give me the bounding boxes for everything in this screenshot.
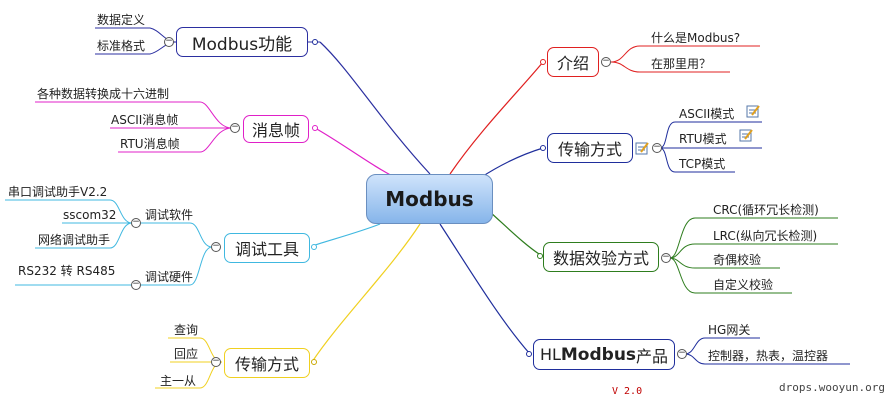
leaf-debug-software[interactable]: 调试软件	[145, 208, 194, 222]
expand-dot-icon[interactable]	[312, 125, 318, 131]
topic-transfer-mode-right[interactable]: 传输方式	[547, 133, 633, 163]
branch-line	[610, 61, 730, 73]
link-trans-right	[479, 147, 544, 179]
branch-line	[669, 217, 838, 259]
link-debug	[311, 223, 381, 247]
link-msg	[314, 127, 401, 181]
leaf-master-slave[interactable]: 主一从	[160, 374, 197, 388]
link-func	[319, 41, 431, 175]
expand-dot-icon[interactable]	[311, 359, 317, 365]
branch-line	[669, 257, 780, 269]
leaf-standard-format[interactable]: 标准格式	[97, 39, 146, 53]
leaf-ascii-mode[interactable]: ASCII模式	[679, 107, 735, 121]
topic-introduction[interactable]: 介绍	[547, 47, 599, 77]
leaf-data-definition[interactable]: 数据定义	[97, 13, 146, 27]
branch-line	[610, 45, 760, 63]
branch-line	[118, 127, 233, 153]
collapse-minus-icon[interactable]: −	[652, 142, 662, 153]
leaf-rs232-rs485[interactable]: RS232 转 RS485	[18, 264, 116, 278]
collapse-minus-icon[interactable]: −	[211, 356, 221, 367]
topic-data-check[interactable]: 数据效验方式	[543, 242, 659, 272]
leaf-where-used[interactable]: 在那里用？	[651, 57, 712, 71]
topic-modbus-function[interactable]: Modbus功能	[176, 27, 308, 57]
leaf-custom-check[interactable]: 自定义校验	[713, 278, 774, 292]
leaf-rtu-mode[interactable]: RTU模式	[679, 132, 727, 146]
collapse-minus-icon[interactable]: −	[230, 122, 240, 133]
branch-line	[5, 199, 133, 224]
branch-line	[684, 337, 760, 355]
branch-line	[140, 222, 213, 248]
leaf-response[interactable]: 回应	[174, 347, 199, 361]
leaf-network-assistant[interactable]: 网络调试助手	[38, 233, 111, 247]
leaf-what-is-modbus[interactable]: 什么是Modbus?	[651, 31, 741, 45]
expand-dot-icon[interactable]	[312, 39, 318, 45]
collapse-minus-icon[interactable]: −	[677, 348, 687, 359]
branch-line	[140, 246, 213, 286]
note-icon	[746, 105, 760, 118]
collapse-minus-icon[interactable]: −	[211, 241, 221, 252]
leaf-query[interactable]: 查询	[174, 323, 199, 337]
leaf-serial-assistant[interactable]: 串口调试助手V2.2	[8, 185, 108, 199]
collapse-minus-icon[interactable]: −	[164, 36, 174, 47]
branch-line	[35, 101, 233, 129]
branch-line	[35, 222, 133, 249]
central-topic-modbus[interactable]: Modbus	[366, 174, 493, 224]
expand-dot-icon[interactable]	[540, 145, 546, 151]
topic-transfer-mode-left[interactable]: 传输方式	[224, 348, 310, 378]
leaf-controllers[interactable]: 控制器，热表，温控器	[708, 349, 829, 363]
leaf-debug-hardware[interactable]: 调试硬件	[145, 270, 194, 284]
product-suffix: 产品	[636, 346, 669, 366]
leaf-hex-conversion[interactable]: 各种数据转换成十六进制	[37, 87, 170, 101]
version-label: V 2.0	[612, 386, 643, 397]
leaf-lrc[interactable]: LRC(纵向冗长检测)	[713, 229, 818, 243]
leaf-ascii-frame[interactable]: ASCII消息帧	[111, 113, 179, 127]
topic-debug-tools[interactable]: 调试工具	[224, 233, 310, 263]
expand-dot-icon[interactable]	[537, 253, 543, 259]
branch-line	[659, 147, 735, 173]
link-check	[489, 211, 543, 257]
product-bold: Modbus	[560, 344, 637, 365]
link-trans-left	[311, 223, 421, 363]
leaf-tcp-mode[interactable]: TCP模式	[679, 157, 726, 171]
note-icon	[635, 142, 649, 155]
leaf-crc[interactable]: CRC(循环冗长检测)	[713, 203, 819, 217]
expand-dot-icon[interactable]	[526, 351, 532, 357]
branch-line	[659, 121, 762, 149]
branch-line	[669, 243, 838, 259]
collapse-minus-icon[interactable]: −	[131, 279, 141, 290]
leaf-hg-gateway[interactable]: HG网关	[708, 323, 751, 337]
expand-dot-icon[interactable]	[540, 59, 546, 65]
link-product	[439, 223, 531, 355]
topic-message-frame[interactable]: 消息帧	[243, 115, 309, 143]
product-prefix: HL	[539, 345, 561, 364]
link-intro	[449, 61, 544, 175]
leaf-parity[interactable]: 奇偶校验	[713, 253, 762, 267]
branch-line	[684, 353, 850, 365]
collapse-minus-icon[interactable]: −	[131, 217, 141, 228]
expand-dot-icon[interactable]	[311, 244, 317, 250]
leaf-sscom32[interactable]: sscom32	[63, 208, 117, 222]
collapse-minus-icon[interactable]: −	[661, 252, 671, 263]
leaf-rtu-frame[interactable]: RTU消息帧	[120, 137, 180, 151]
collapse-minus-icon[interactable]: −	[601, 56, 611, 67]
note-icon	[739, 129, 753, 142]
branch-line	[669, 257, 792, 294]
watermark: drops.wooyun.org	[779, 381, 885, 394]
